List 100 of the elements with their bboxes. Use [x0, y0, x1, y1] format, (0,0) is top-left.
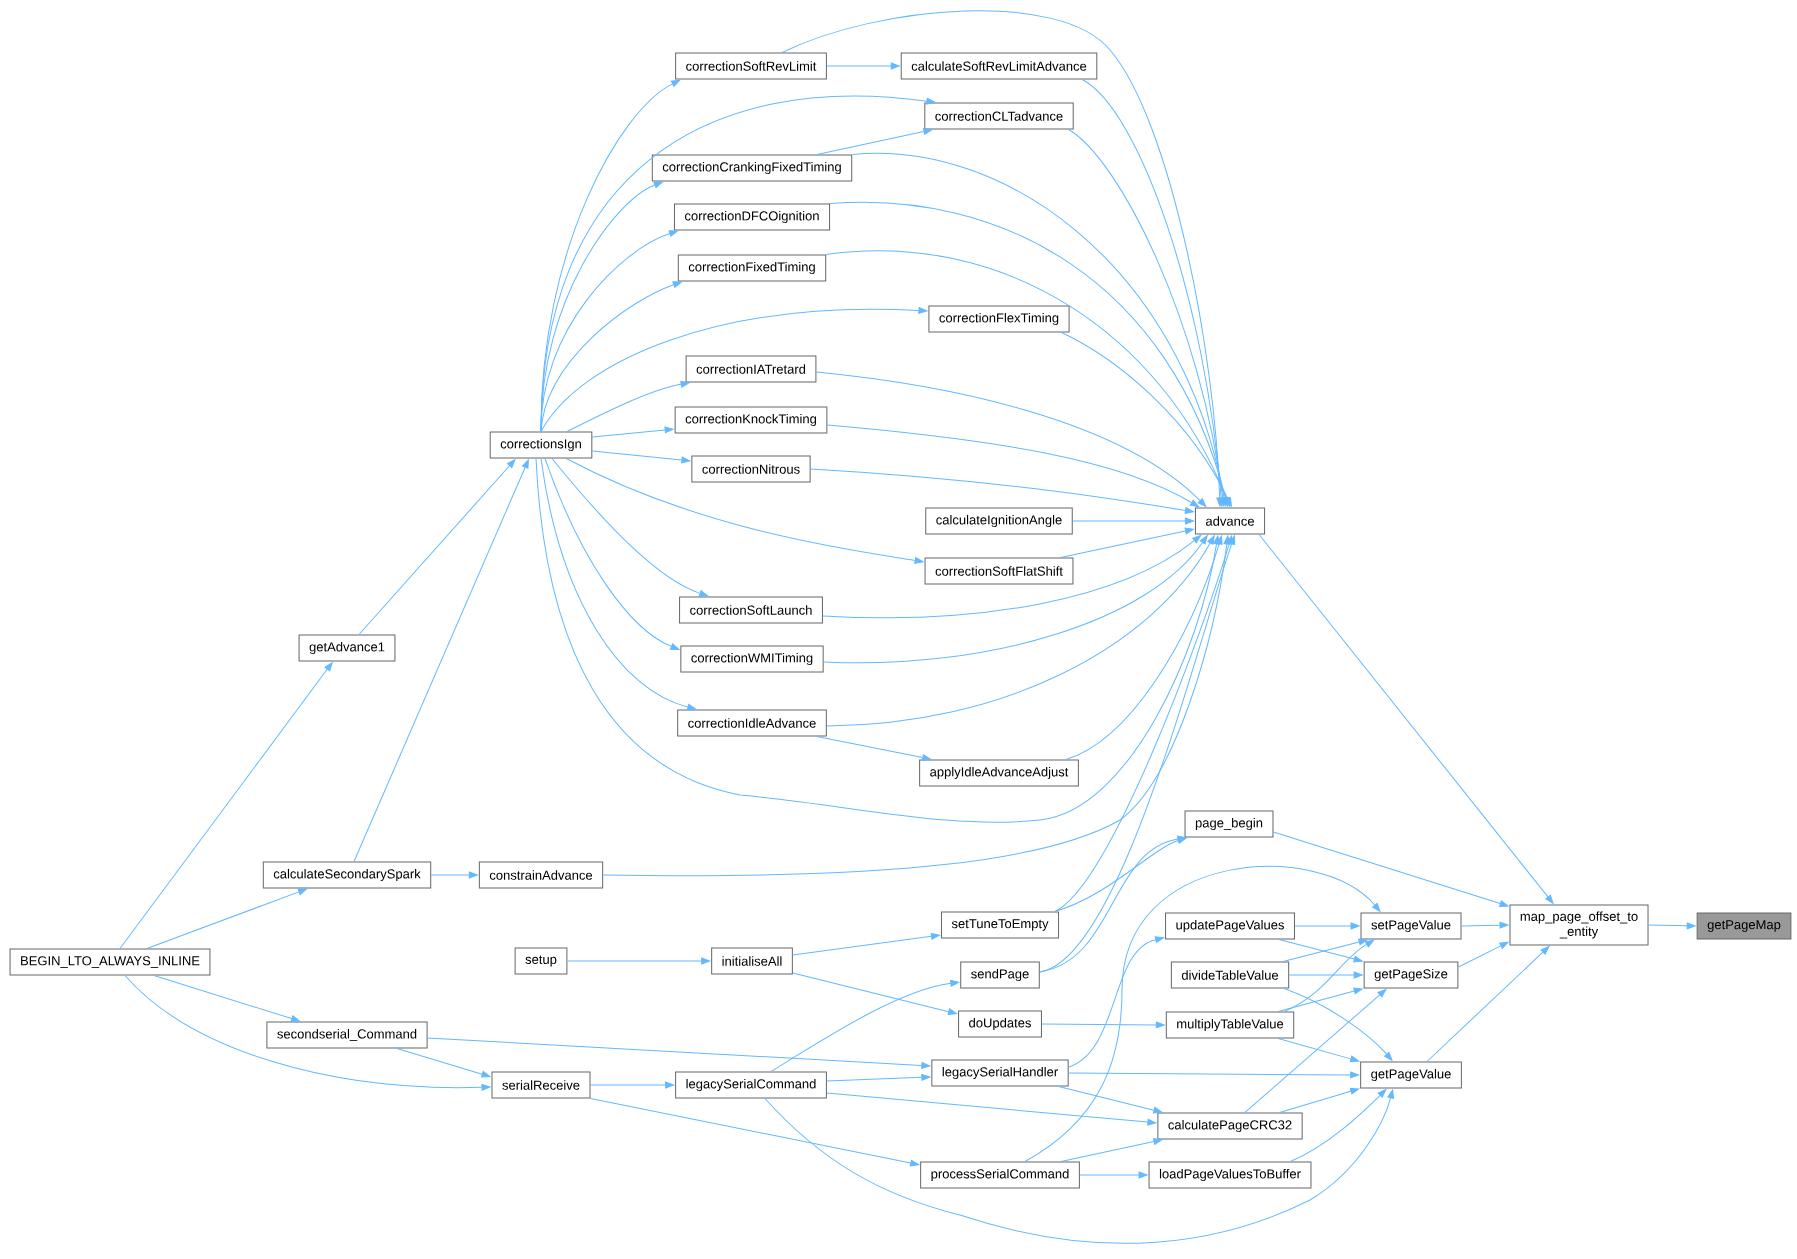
function-box: initialiseAll	[711, 947, 793, 975]
arrow	[535, 458, 1220, 823]
arrow	[815, 371, 1207, 507]
arrow	[1282, 938, 1368, 962]
arrow	[590, 1098, 920, 1167]
arrow	[781, 10, 1224, 507]
function-box: correctionsIgn	[489, 431, 593, 459]
arrow	[565, 458, 924, 564]
function-box: correctionNitrous	[691, 455, 811, 483]
arrow	[1273, 831, 1509, 907]
arrow	[1068, 1071, 1360, 1079]
arrow	[1041, 1021, 1165, 1029]
function-box: correctionSoftRevLimit	[675, 52, 827, 80]
function-box: legacySerialHandler	[931, 1059, 1069, 1087]
function-box: applyIdleAdvanceAdjust	[919, 759, 1079, 787]
function-box: correctionCLTadvance	[924, 102, 1074, 130]
function-box: setPageValue	[1360, 912, 1462, 940]
arrow	[590, 1081, 675, 1089]
arrow	[764, 1089, 1394, 1244]
arrow	[1072, 517, 1194, 525]
arrow	[146, 888, 308, 949]
arrow	[1024, 866, 1381, 1162]
function-box: correctionSoftLaunch	[679, 596, 823, 624]
function-box: setup	[514, 947, 568, 975]
arrow	[826, 1092, 1157, 1126]
arrow	[566, 380, 690, 432]
arrow	[1065, 535, 1223, 760]
arrow	[1058, 1086, 1163, 1114]
function-box: sendPage	[960, 961, 1040, 989]
function-box: divideTableValue	[1170, 961, 1290, 989]
arrow	[1279, 1087, 1360, 1113]
function-box: correctionFixedTiming	[677, 254, 827, 282]
arrow	[829, 201, 1229, 507]
arrow	[792, 972, 958, 1016]
arrow	[1288, 971, 1363, 979]
arrow	[1061, 332, 1232, 507]
arrow	[826, 1073, 931, 1082]
function-box: BEGIN_LTO_ALWAYS_INLINE	[9, 948, 211, 976]
arrow	[544, 458, 680, 650]
arrow	[602, 535, 1231, 877]
arrow	[1068, 936, 1165, 1068]
arrow	[591, 450, 691, 464]
arrow	[816, 736, 932, 761]
function-box: page_begin	[1184, 810, 1274, 838]
arrow	[792, 932, 940, 956]
arrow	[1277, 987, 1363, 1012]
arrow	[540, 230, 678, 432]
arrow	[1278, 939, 1363, 963]
arrow	[1283, 988, 1393, 1061]
function-box: correctionIdleAdvance	[677, 709, 827, 737]
arrow	[591, 426, 674, 438]
arrow	[430, 871, 478, 879]
arrow	[1277, 1038, 1360, 1063]
arrow	[540, 458, 697, 711]
arrow	[1258, 534, 1554, 904]
arrow	[1054, 535, 1233, 912]
function-box: calculateIgnitionAngle	[925, 507, 1073, 535]
arrow	[810, 468, 1194, 514]
arrow	[153, 975, 301, 1022]
arrow	[1244, 989, 1387, 1113]
function-box: advance	[1194, 507, 1266, 535]
arrow	[1648, 922, 1696, 930]
function-box: multiplyTableValue	[1165, 1011, 1295, 1039]
function-box: correctionSoftFlatShift	[924, 557, 1074, 585]
function-box: map_page_offset_to _entity	[1509, 904, 1649, 946]
arrow	[1426, 946, 1550, 1062]
arrow	[770, 979, 960, 1072]
arrow	[358, 459, 516, 635]
function-box: updatePageValues	[1165, 912, 1295, 940]
function-box: constrainAdvance	[478, 861, 604, 889]
arrow	[826, 535, 1215, 727]
arrow	[1081, 79, 1225, 507]
arrow	[1289, 1089, 1387, 1162]
function-box: calculateSoftRevLimitAdvance	[900, 52, 1098, 80]
arrow	[825, 250, 1230, 507]
arrow	[1461, 921, 1509, 929]
function-box: getPageValue	[1360, 1061, 1462, 1089]
function-box: correctionKnockTiming	[674, 406, 828, 434]
arrow	[1039, 535, 1236, 973]
arrow	[540, 307, 928, 432]
arrow	[124, 975, 491, 1091]
arrow	[396, 1048, 491, 1078]
function-box: correctionWMITiming	[680, 645, 824, 673]
arrow	[1059, 527, 1194, 558]
function-box: doUpdates	[958, 1010, 1042, 1038]
function-box: loadPageValuesToBuffer	[1148, 1161, 1312, 1189]
function-box: getAdvance1	[298, 634, 396, 662]
arrow	[823, 535, 1208, 664]
arrow	[1283, 939, 1375, 1012]
function-box: calculateSecondarySpark	[262, 861, 432, 889]
function-box: getPageSize	[1363, 961, 1459, 989]
function-box: correctionDFCOignition	[673, 203, 831, 231]
function-box: secondserial_Command	[266, 1021, 428, 1049]
function-box: setTuneToEmpty	[941, 911, 1060, 939]
function-box: processSerialCommand	[920, 1161, 1080, 1189]
arrow	[540, 281, 682, 432]
arrow	[1294, 922, 1360, 930]
arrow	[119, 662, 333, 949]
function-box: calculatePageCRC32	[1157, 1112, 1303, 1140]
arrow	[353, 459, 529, 862]
